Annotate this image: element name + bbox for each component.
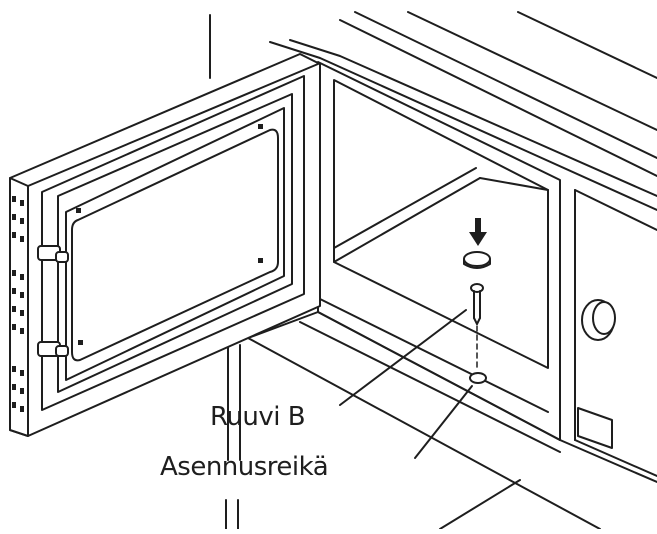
oven-cavity [247, 61, 561, 453]
screw-icon [463, 251, 491, 384]
screw-leader-line [339, 309, 467, 406]
control-knob-icon [581, 299, 616, 341]
door-glass-marks [76, 124, 263, 345]
door-hinges [37, 245, 69, 357]
oven-body [269, 39, 657, 483]
display-panel [577, 407, 613, 449]
screw-label: Ruuvi B [210, 402, 305, 432]
door-vent [12, 196, 24, 412]
mounting-hole-label: Asennusreikä [160, 452, 328, 482]
cabinet-lines [209, 11, 657, 530]
hole-leader-line [414, 385, 473, 459]
down-arrow-icon [469, 218, 487, 246]
